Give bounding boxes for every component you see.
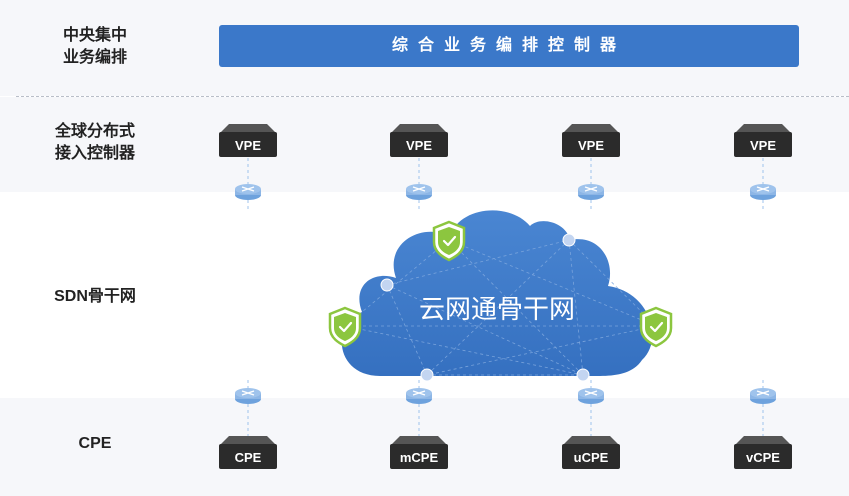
- cloud-nodes: [380, 233, 590, 382]
- cpe-device: CPE: [219, 436, 277, 469]
- device-body: [390, 132, 448, 157]
- layer-divider: [16, 96, 849, 97]
- device-body: [734, 132, 792, 157]
- device-top: [221, 436, 275, 444]
- router-icon: [578, 388, 604, 404]
- vpe-device: VPE: [562, 124, 620, 157]
- device-top: [736, 436, 790, 444]
- device-top: [392, 124, 446, 132]
- device-top: [392, 436, 446, 444]
- cpe-device: uCPE: [562, 436, 620, 469]
- router-icon: [750, 388, 776, 404]
- device-body: [562, 132, 620, 157]
- vpe-label: VPE: [578, 138, 604, 153]
- cloud-node: [562, 233, 576, 247]
- mesh-line: [426, 239, 570, 376]
- cpe-device-group: CPE mCPE uCPE vCPE: [219, 436, 792, 469]
- device-body: [390, 444, 448, 469]
- mesh-line: [448, 239, 584, 376]
- router-icon: [235, 184, 261, 200]
- cloud-mesh: [344, 239, 657, 376]
- router-icon: [578, 184, 604, 200]
- router-arrows: [584, 186, 598, 192]
- router-arrows: [412, 186, 426, 192]
- mesh-line: [568, 239, 584, 376]
- router-arrows: [584, 390, 598, 396]
- device-top: [564, 124, 618, 132]
- cpe-label: mCPE: [400, 450, 439, 465]
- router-icon: [750, 184, 776, 200]
- cpe-label: vCPE: [746, 450, 780, 465]
- device-body: [219, 444, 277, 469]
- shield-check-icon: [328, 306, 362, 348]
- device-top: [564, 436, 618, 444]
- router-arrows: [756, 390, 770, 396]
- vpe-device: VPE: [734, 124, 792, 157]
- shield-check-icon: [639, 306, 673, 348]
- mesh-line: [386, 239, 570, 286]
- mesh-line: [344, 325, 584, 376]
- row-label-cpe: CPE: [78, 435, 112, 452]
- cloud-shape: [341, 210, 653, 376]
- check-icon: [338, 321, 353, 333]
- vpe-device: VPE: [219, 124, 277, 157]
- router-arrows: [412, 390, 426, 396]
- device-top: [221, 124, 275, 132]
- router-arrows: [241, 390, 255, 396]
- cloud-label: 云网通骨干网: [419, 295, 575, 325]
- shield-group: [328, 220, 673, 348]
- check-icon: [442, 235, 457, 247]
- router-arrows: [241, 186, 255, 192]
- vpe-label: VPE: [235, 138, 261, 153]
- cpe-label: uCPE: [574, 450, 609, 465]
- shield-fill: [645, 313, 667, 341]
- shield-fill: [438, 227, 460, 255]
- cloud-node: [380, 278, 394, 292]
- vpe-label: VPE: [406, 138, 432, 153]
- device-body: [219, 132, 277, 157]
- cloud-node: [576, 368, 590, 382]
- vpe-label: VPE: [750, 138, 776, 153]
- mesh-line: [386, 284, 428, 376]
- cpe-device: mCPE: [390, 436, 448, 469]
- mesh-line: [448, 239, 657, 327]
- row-label-sdn: SDN骨干网: [54, 288, 136, 305]
- router-arrows: [756, 186, 770, 192]
- row-label-global: 全球分布式 接入控制器: [54, 123, 135, 162]
- shield-fill: [334, 313, 356, 341]
- orchestrator-bar: 综合业务编排控制器: [219, 25, 799, 67]
- row-label-central: 中央集中 业务编排: [62, 27, 127, 66]
- shield-check-icon: [432, 220, 466, 262]
- cloud-node: [420, 368, 434, 382]
- router-icon: [406, 184, 432, 200]
- router-group: [235, 184, 776, 404]
- cpe-label: CPE: [235, 450, 262, 465]
- device-body: [562, 444, 620, 469]
- device-body: [734, 444, 792, 469]
- mesh-line: [344, 239, 450, 327]
- cpe-device: vCPE: [734, 436, 792, 469]
- mesh-line: [568, 239, 657, 327]
- cloud-backbone: 云网通骨干网: [341, 210, 657, 382]
- vpe-device-group: VPE VPE VPE VPE: [219, 124, 792, 157]
- router-icon: [235, 388, 261, 404]
- check-icon: [649, 321, 664, 333]
- device-top: [736, 124, 790, 132]
- vpe-device: VPE: [390, 124, 448, 157]
- router-icon: [406, 388, 432, 404]
